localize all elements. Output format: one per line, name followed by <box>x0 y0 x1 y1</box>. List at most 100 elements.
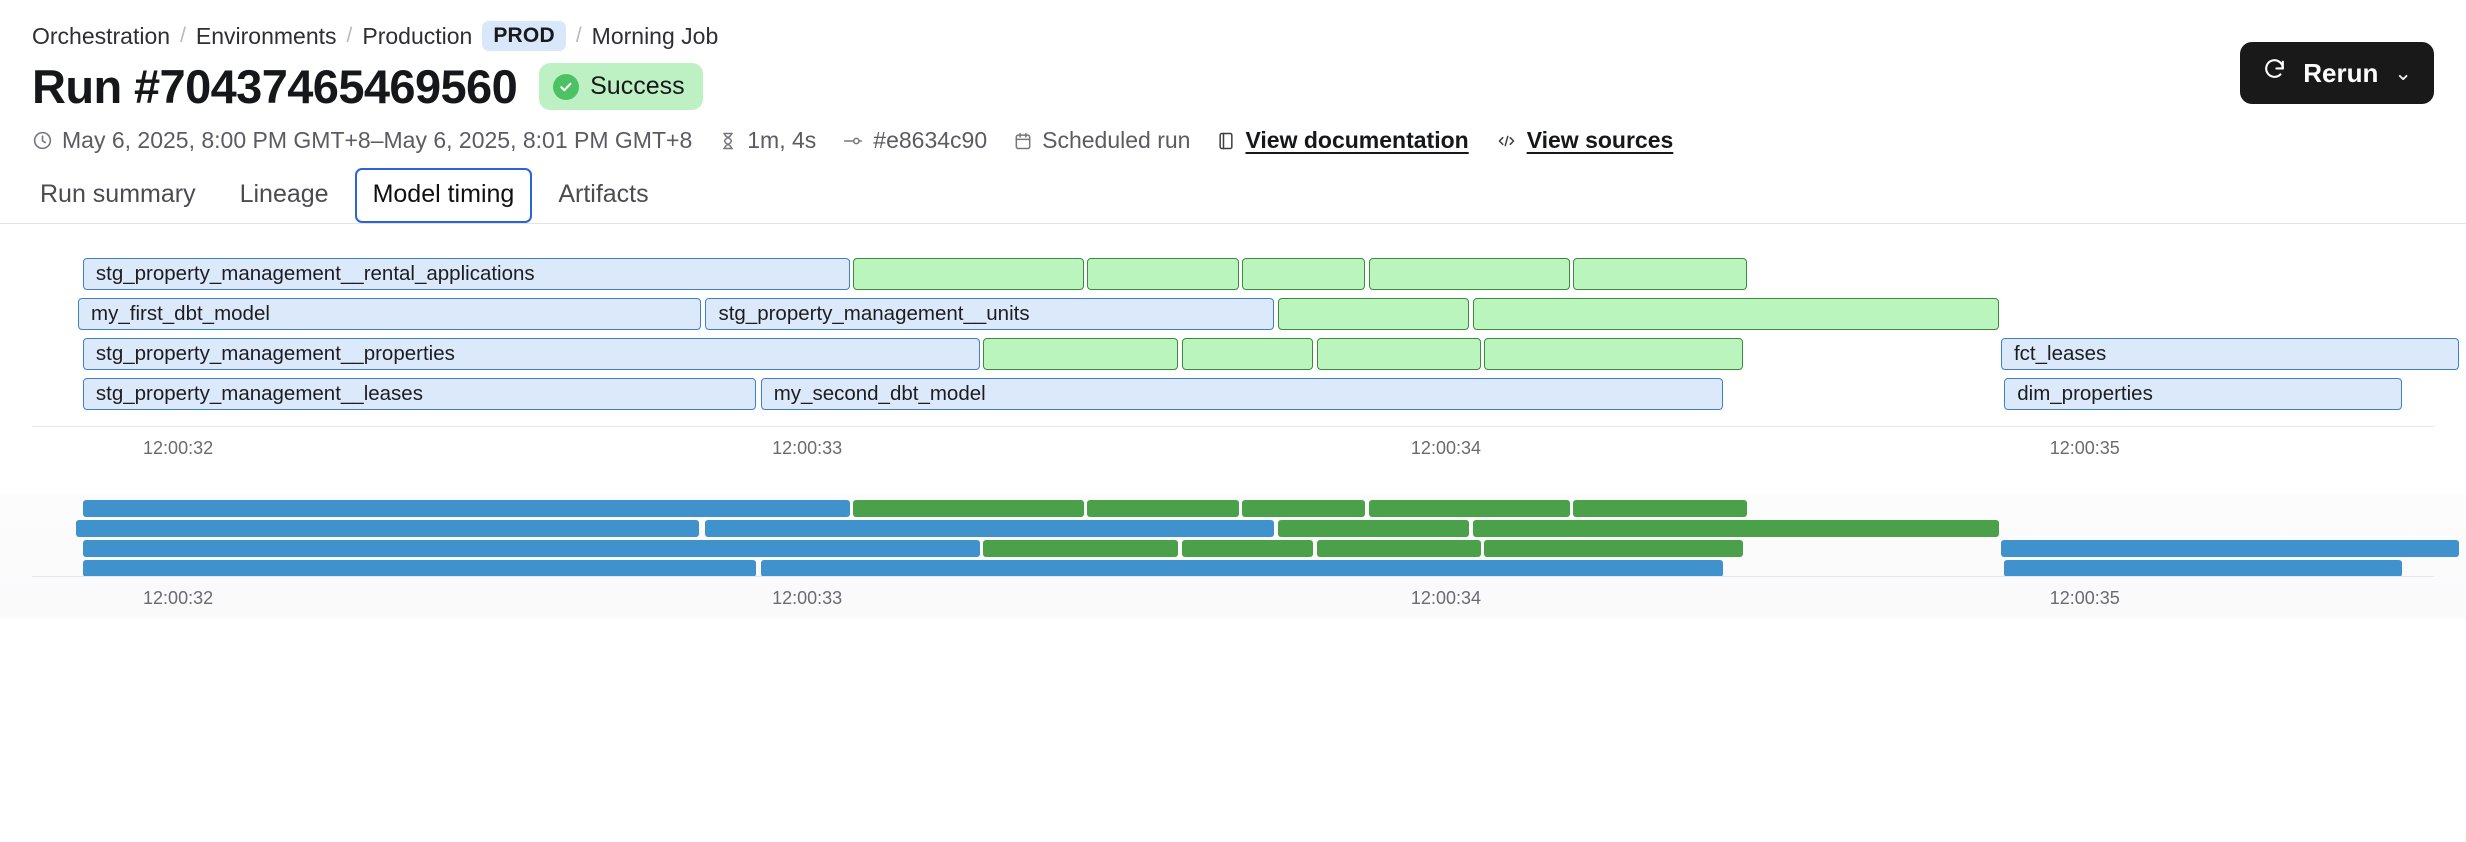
meta-duration-label: 1m, 4s <box>747 127 817 154</box>
gantt-bar-model[interactable]: stg_property_management__units <box>705 298 1275 331</box>
gantt-bar-compact[interactable] <box>1087 500 1239 518</box>
gantt-row: stg_property_management__rental_applicat… <box>0 258 2466 291</box>
axis-tick-label: 12:00:33 <box>772 588 843 609</box>
model-timing-charts: stg_property_management__rental_applicat… <box>0 258 2466 619</box>
clock-icon <box>32 130 53 151</box>
gantt-bar-label: dim_properties <box>2017 382 2153 406</box>
gantt-bar-model[interactable]: dim_properties <box>2004 378 2403 411</box>
axis-tick-label: 12:00:33 <box>772 438 843 459</box>
view-documentation-link[interactable]: View documentation <box>1216 127 1469 154</box>
chevron-down-icon: ⌄ <box>2394 61 2412 85</box>
run-meta-row: May 6, 2025, 8:00 PM GMT+8–May 6, 2025, … <box>0 111 2466 154</box>
status-badge: Success <box>539 63 703 111</box>
tab-model-timing[interactable]: Model timing <box>354 168 533 224</box>
gantt-bar-compact[interactable] <box>1368 500 1571 518</box>
gantt-bar-model[interactable]: fct_leases <box>2000 338 2460 371</box>
axis-tick-label: 12:00:32 <box>143 438 214 459</box>
breadcrumb-item-environments[interactable]: Environments <box>195 22 337 49</box>
model-timing-gantt-compact: 12:00:32 12:00:33 12:00:34 12:00:35 <box>0 494 2466 619</box>
gantt-bar-segment[interactable] <box>1472 298 2000 331</box>
gantt-bar-label: stg_property_management__properties <box>95 342 455 366</box>
gantt-bar-segment[interactable] <box>1087 258 1239 291</box>
check-circle-icon <box>553 73 580 100</box>
tab-lineage[interactable]: Lineage <box>222 168 347 223</box>
gantt-bar-label: stg_property_management__units <box>718 302 1030 326</box>
gantt-bar-model[interactable]: stg_property_management__properties <box>82 338 981 371</box>
meta-duration: 1m, 4s <box>718 127 816 154</box>
rerun-label: Rerun <box>2303 57 2379 88</box>
gantt-bar-segment[interactable] <box>1368 258 1571 291</box>
gantt-row-compact <box>0 500 2466 518</box>
gantt-row-compact <box>0 520 2466 538</box>
gantt-bar-segment[interactable] <box>983 338 1179 371</box>
gantt-bar-compact[interactable] <box>1316 540 1481 558</box>
breadcrumb-separator: / <box>575 24 582 47</box>
gantt-bar-compact[interactable] <box>2004 560 2403 578</box>
breadcrumb-item-orchestration[interactable]: Orchestration <box>32 22 171 49</box>
gantt-bar-compact[interactable] <box>1573 500 1748 518</box>
meta-commit-label: #e8634c90 <box>873 127 988 154</box>
gantt-row-compact <box>0 560 2466 578</box>
gantt-bar-compact[interactable] <box>1277 520 1470 538</box>
gantt-bar-compact[interactable] <box>2000 540 2460 558</box>
gantt-bar-compact[interactable] <box>1241 500 1366 518</box>
gantt-bar-model[interactable]: my_second_dbt_model <box>760 378 1723 411</box>
gantt-bar-compact[interactable] <box>1484 540 1743 558</box>
gantt-bar-compact[interactable] <box>1472 520 2000 538</box>
gantt-bar-segment[interactable] <box>1484 338 1743 371</box>
gantt-bar-compact[interactable] <box>983 540 1179 558</box>
gantt-bar-compact[interactable] <box>853 500 1085 518</box>
gantt-bar-model[interactable]: stg_property_management__leases <box>82 378 756 411</box>
git-commit-icon <box>842 131 864 151</box>
gantt-bar-label: my_first_dbt_model <box>91 302 270 326</box>
gantt-bar-compact[interactable] <box>705 520 1275 538</box>
meta-trigger-label: Scheduled run <box>1042 127 1191 154</box>
meta-commit: #e8634c90 <box>842 127 987 154</box>
tab-run-summary[interactable]: Run summary <box>22 168 214 223</box>
gantt-row-compact <box>0 540 2466 558</box>
axis-tick-label: 12:00:35 <box>2049 588 2120 609</box>
meta-trigger: Scheduled run <box>1013 127 1190 154</box>
status-label: Success <box>590 72 685 101</box>
gantt-bar-compact[interactable] <box>760 560 1723 578</box>
view-sources-label: View sources <box>1526 127 1674 154</box>
page-title: Run #70437465469560 <box>32 60 518 113</box>
rerun-button[interactable]: Rerun ⌄ <box>2240 42 2434 104</box>
axis-tick-label: 12:00:34 <box>1410 588 1481 609</box>
breadcrumb-separator: / <box>180 24 186 47</box>
gantt-bar-segment[interactable] <box>1241 258 1366 291</box>
gantt-bar-compact[interactable] <box>82 540 981 558</box>
axis-tick-label: 12:00:32 <box>143 588 214 609</box>
gantt-bar-model[interactable]: my_first_dbt_model <box>78 298 701 331</box>
gantt-bar-compact[interactable] <box>82 500 851 518</box>
tab-artifacts[interactable]: Artifacts <box>540 168 666 223</box>
gantt-bar-segment[interactable] <box>1277 298 1470 331</box>
gantt-bar-model[interactable]: stg_property_management__rental_applicat… <box>82 258 851 291</box>
breadcrumb-item-production[interactable]: Production <box>362 22 473 49</box>
gantt-row: stg_property_management__properties fct_l… <box>0 338 2466 371</box>
meta-timestamp-label: May 6, 2025, 8:00 PM GMT+8–May 6, 2025, … <box>62 127 693 154</box>
gantt-bar-label: fct_leases <box>2013 342 2107 366</box>
code-icon <box>1495 131 1518 151</box>
view-sources-link[interactable]: View sources <box>1495 127 1674 154</box>
tab-bar: Run summary Lineage Model timing Artifac… <box>0 154 2466 225</box>
gantt-bar-segment[interactable] <box>1316 338 1481 371</box>
gantt-bar-compact[interactable] <box>76 520 699 538</box>
breadcrumb-item-morning-job[interactable]: Morning Job <box>591 22 719 49</box>
gantt-bar-compact[interactable] <box>82 560 756 578</box>
environment-badge-prod: PROD <box>482 21 566 51</box>
gantt-bar-compact[interactable] <box>1181 540 1314 558</box>
gantt-bar-segment[interactable] <box>1573 258 1748 291</box>
book-icon <box>1216 131 1236 151</box>
calendar-icon <box>1013 131 1033 151</box>
time-axis-compact: 12:00:32 12:00:33 12:00:34 12:00:35 <box>32 576 2434 618</box>
gantt-bar-segment[interactable] <box>1181 338 1314 371</box>
axis-tick-label: 12:00:34 <box>1410 438 1481 459</box>
breadcrumb: Orchestration / Environments / Productio… <box>0 0 2466 51</box>
model-timing-gantt-detailed: stg_property_management__rental_applicat… <box>0 258 2466 468</box>
gantt-row: stg_property_management__leases my_second… <box>0 378 2466 411</box>
gantt-bar-label: my_second_dbt_model <box>773 382 986 406</box>
gantt-bar-segment[interactable] <box>853 258 1085 291</box>
view-documentation-label: View documentation <box>1245 127 1469 154</box>
